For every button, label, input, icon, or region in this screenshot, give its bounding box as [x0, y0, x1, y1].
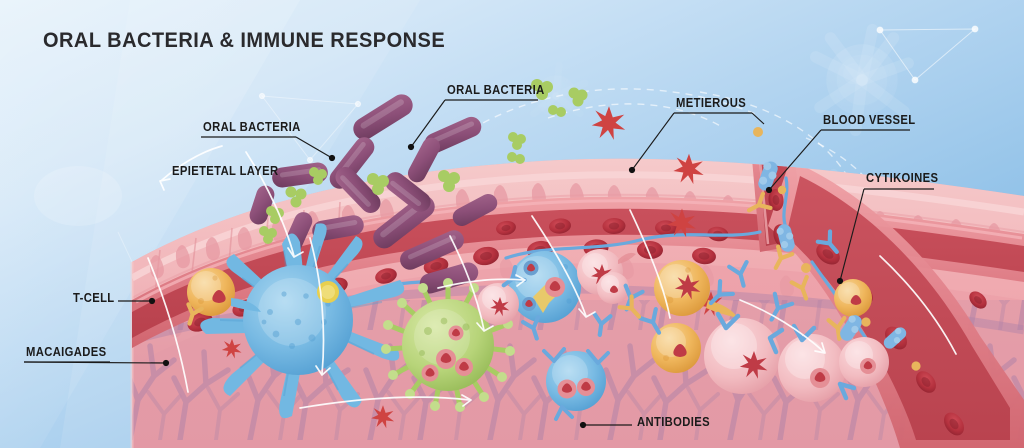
green-cocci-clusters [259, 79, 588, 244]
label-blood-vessel: BLOOD VESSEL [823, 113, 916, 127]
leader-metierous [631, 112, 765, 171]
label-cytikoines: CYTIKOINES [866, 171, 939, 185]
virion-granules [421, 325, 473, 382]
label-macaigades: MACAIGADES [26, 345, 107, 359]
leader-dot-macaigades [162, 359, 170, 367]
background-blob [34, 166, 122, 226]
virus-particle [381, 278, 515, 412]
label-epietetal-layer: EPIETETAL LAYER [172, 164, 279, 178]
leader-cytikoines [839, 188, 865, 282]
leader-dot-oral-bacteria-left [328, 154, 336, 162]
label-oral-bacteria-left: ORAL BACTERIA [203, 120, 301, 134]
t-cells [187, 260, 872, 373]
antibody-molecules [186, 127, 921, 371]
leader-dot-metierous [628, 166, 636, 174]
label-oral-bacteria-top: ORAL BACTERIA [447, 83, 545, 97]
label-leader-dots [148, 143, 844, 429]
background-node-network [117, 25, 979, 301]
leader-dot-cytikoines [836, 277, 844, 285]
page-title: ORAL BACTERIA & IMMUNE RESPONSE [43, 28, 446, 52]
label-metierous: METIEROUS [676, 96, 747, 110]
leader-dot-t-cell [148, 297, 156, 305]
leader-blood-vessel [768, 129, 822, 191]
gold-granules [753, 127, 921, 371]
cytokine-chain-clusters [758, 161, 907, 349]
flow-arrows [147, 145, 957, 409]
label-antibodies: ANTIBODIES [637, 415, 710, 429]
leader-dot-blood-vessel [765, 186, 773, 194]
lymphocytes [509, 249, 636, 421]
leader-oral-bacteria-top [410, 99, 446, 148]
leader-dot-oral-bacteria-top [407, 143, 415, 151]
macrophage-cell [200, 223, 405, 419]
leader-oral-bacteria-left [295, 136, 333, 159]
label-t-cell: T-CELL [73, 291, 115, 305]
oral-bacteria-rods [249, 94, 498, 294]
leader-dot-antibodies [579, 421, 587, 429]
label-underlines [24, 99, 934, 363]
plasma-cells [477, 272, 889, 402]
